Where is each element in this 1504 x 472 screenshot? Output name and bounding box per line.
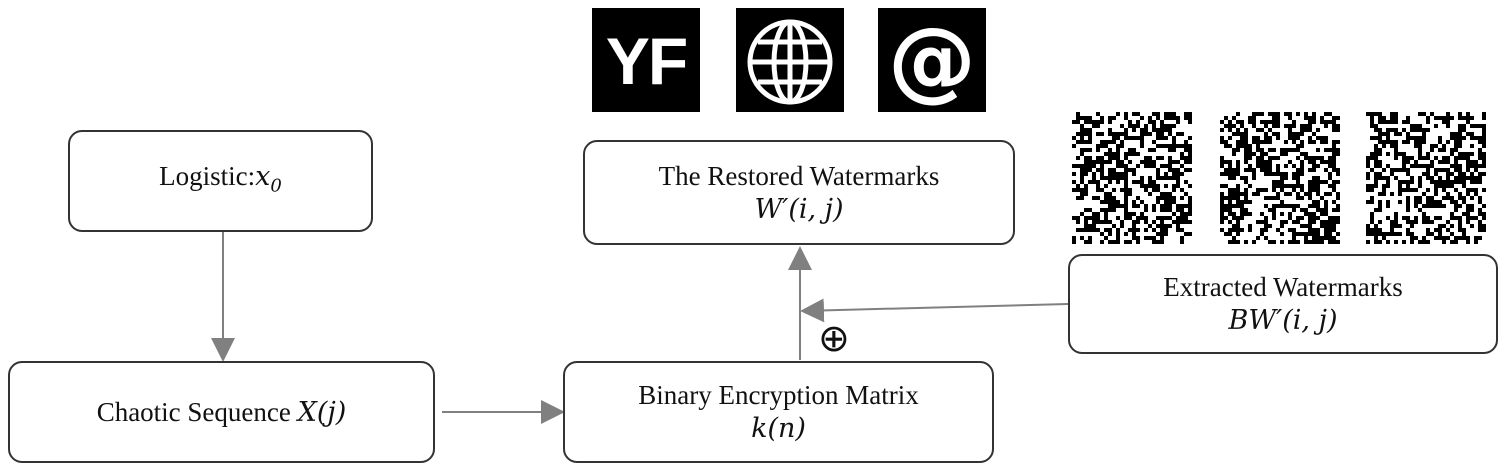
scrambled-watermark-2 [1220,112,1340,244]
yf-logo-text: YF [605,24,688,98]
extracted-watermarks-node: Extracted Watermarks BW′(i, j) [1068,254,1498,354]
at-logo-text: @ [888,8,976,111]
chaotic-sequence-label: Chaotic Sequence X(j) [96,396,347,428]
arrow-extracted-to-xor [800,298,1069,323]
extracted-formula: BW′(i, j) [1228,305,1338,336]
restored-watermarks-node: The Restored Watermarks W′(i, j) [583,140,1015,245]
logistic-node: Logistic:x0 [68,130,373,232]
scrambled-watermark-1 [1072,112,1192,244]
chaotic-sequence-node: Chaotic Sequence X(j) [8,361,435,463]
restored-watermark-globe [736,8,844,120]
binary-matrix-formula: k(n) [751,413,806,444]
restored-label: The Restored Watermarks [658,160,940,191]
restored-watermark-at: @ [878,8,986,120]
extracted-label: Extracted Watermarks [1163,272,1403,302]
xor-symbol: ⊕ [818,316,850,360]
binary-matrix-label: Binary Encryption Matrix [638,380,919,410]
logistic-label: Logistic:x0 [159,160,282,197]
restored-watermark-yf: YF [592,8,700,120]
globe-icon [747,19,833,105]
binary-encryption-matrix-node: Binary Encryption Matrix k(n) [563,361,994,463]
scrambled-watermark-3 [1366,112,1486,244]
restored-formula: W′(i, j) [754,193,844,225]
